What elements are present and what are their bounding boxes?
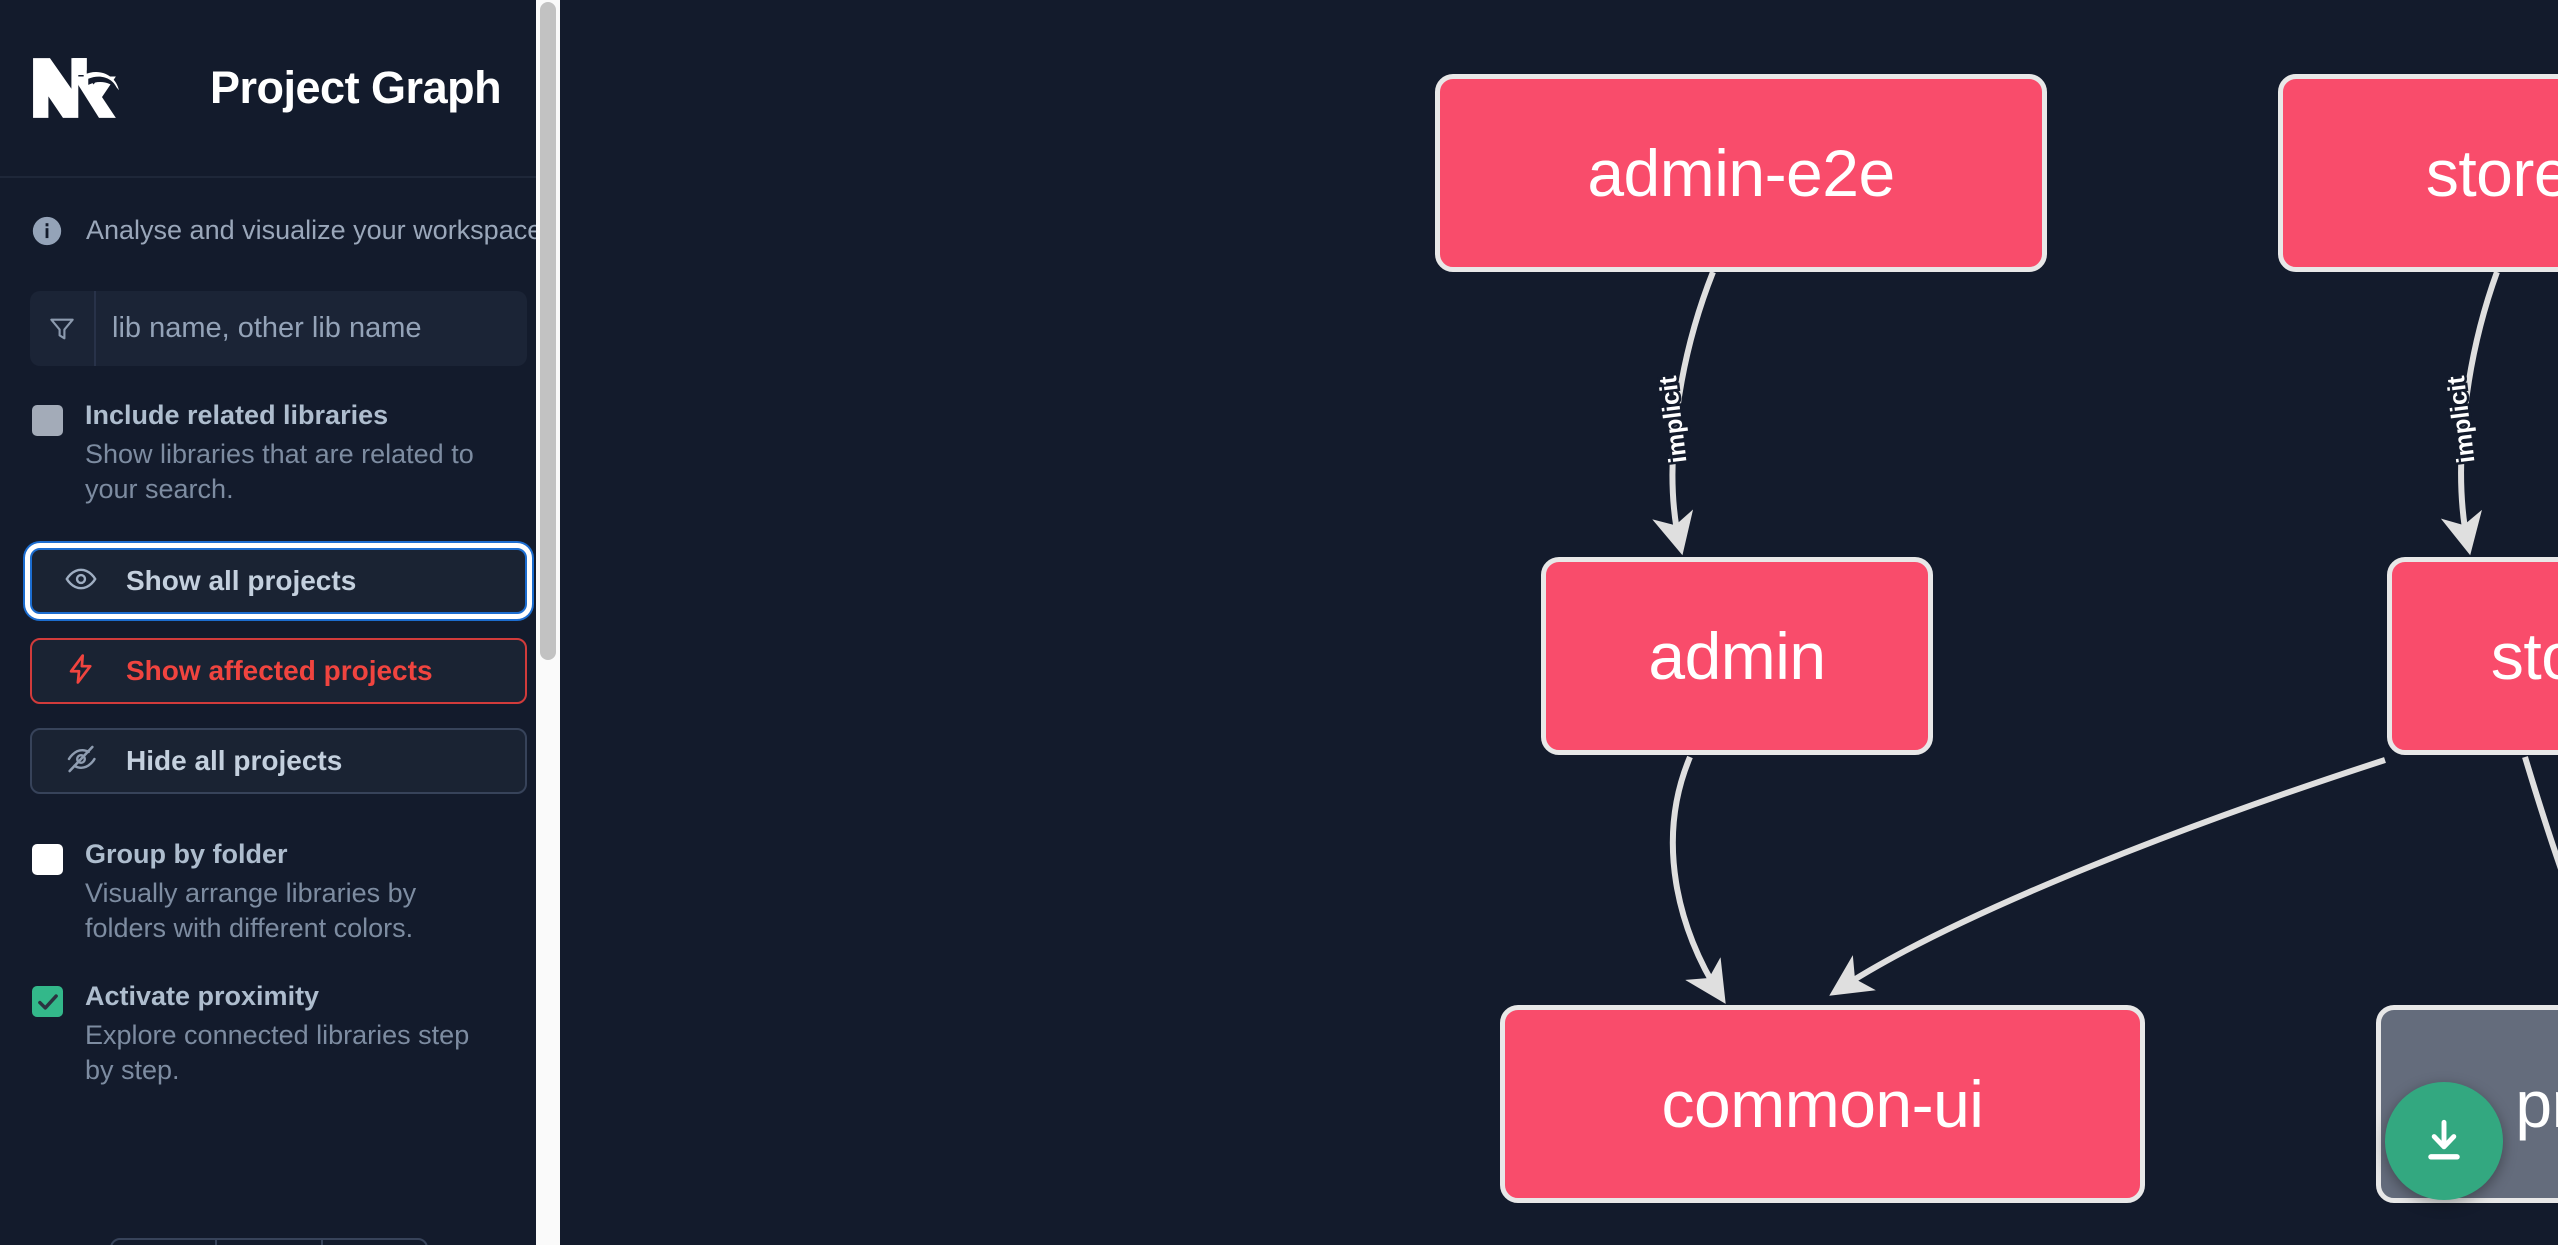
funnel-filter-icon bbox=[30, 291, 96, 366]
eye-icon bbox=[64, 562, 98, 601]
checkbox-group-by-folder[interactable] bbox=[32, 844, 63, 875]
checkbox-description-activate-proximity: Explore connected libraries step by step… bbox=[85, 1019, 470, 1086]
checkbox-row-activate-proximity[interactable]: Activate proximity Explore connected lib… bbox=[30, 980, 530, 1089]
sidebar-scrollbar-thumb[interactable] bbox=[540, 2, 556, 660]
checkbox-description-include-related-libraries: Show libraries that are related to your … bbox=[85, 438, 474, 505]
graph-canvas[interactable]: admin-e2e store-e2e admin store common-u… bbox=[560, 0, 2558, 1245]
hide-all-projects-button[interactable]: Hide all projects bbox=[30, 728, 527, 794]
search-input[interactable] bbox=[96, 291, 527, 366]
sidebar: Project Graph Analyse and visualize your… bbox=[0, 0, 560, 1245]
info-circle-icon bbox=[30, 214, 64, 248]
show-all-projects-label: Show all projects bbox=[126, 565, 357, 596]
eye-off-icon bbox=[64, 742, 98, 781]
show-affected-projects-button[interactable]: Show affected projects bbox=[30, 638, 527, 704]
proximity-value bbox=[217, 1240, 323, 1245]
checkbox-description-group-by-folder: Visually arrange libraries by folders wi… bbox=[85, 877, 417, 944]
graph-node-admin-e2e[interactable]: admin-e2e bbox=[1435, 74, 2047, 272]
projects-button-group: Show all projects Show affected projects bbox=[30, 548, 530, 794]
checkbox-row-group-by-folder[interactable]: Group by folder Visually arrange librari… bbox=[30, 838, 530, 947]
graph-node-label: store bbox=[2490, 619, 2558, 693]
checkbox-label-activate-proximity: Activate proximity bbox=[85, 981, 320, 1011]
checkbox-include-related-libraries[interactable] bbox=[32, 405, 63, 436]
checkbox-activate-proximity[interactable] bbox=[32, 986, 63, 1017]
graph-node-label: products bbox=[2515, 1067, 2558, 1141]
graph-node-store[interactable]: store bbox=[2387, 557, 2558, 755]
checkbox-label-include-related-libraries: Include related libraries bbox=[85, 400, 389, 430]
show-all-projects-button[interactable]: Show all projects bbox=[30, 548, 527, 614]
graph-node-label: admin bbox=[1648, 619, 1826, 693]
edge-store-e2e-to-store bbox=[2440, 270, 2500, 556]
show-affected-projects-label: Show affected projects bbox=[126, 655, 433, 686]
proximity-increase-button[interactable] bbox=[323, 1240, 426, 1245]
edge-store-to-products bbox=[2522, 756, 2558, 870]
checkbox-label-group-by-folder: Group by folder bbox=[85, 839, 288, 869]
edge-store-to-common-ui bbox=[1829, 757, 2386, 996]
proximity-decrease-button[interactable] bbox=[112, 1240, 218, 1245]
sidebar-scrollbar[interactable] bbox=[536, 0, 560, 1245]
sidebar-body: Include related libraries Show libraries… bbox=[0, 291, 560, 1089]
lightning-bolt-icon bbox=[64, 652, 98, 691]
info-bar: Analyse and visualize your workspace. bbox=[0, 178, 560, 283]
graph-node-common-ui[interactable]: common-ui bbox=[1500, 1005, 2145, 1203]
graph-node-label: admin-e2e bbox=[1587, 136, 1895, 210]
search-filter[interactable] bbox=[30, 291, 527, 366]
graph-edges bbox=[1652, 270, 2558, 1004]
hide-all-projects-label: Hide all projects bbox=[126, 745, 343, 776]
graph-node-store-e2e[interactable]: store-e2e bbox=[2278, 74, 2558, 272]
graph-node-label: store-e2e bbox=[2425, 136, 2558, 210]
edge-admin-to-common-ui bbox=[1669, 755, 1726, 1004]
sidebar-header: Project Graph bbox=[0, 0, 560, 178]
proximity-stepper-group[interactable] bbox=[110, 1238, 428, 1245]
graph-node-label: common-ui bbox=[1661, 1067, 1984, 1141]
graph-node-admin[interactable]: admin bbox=[1541, 557, 1933, 755]
edge-admin-e2e-to-admin bbox=[1652, 270, 1716, 556]
checkbox-row-include-related-libraries[interactable]: Include related libraries Show libraries… bbox=[30, 399, 530, 508]
nx-logo-icon bbox=[30, 53, 122, 123]
download-graph-button[interactable] bbox=[2385, 1082, 2503, 1200]
page-title: Project Graph bbox=[210, 62, 502, 113]
info-text: Analyse and visualize your workspace. bbox=[86, 215, 550, 245]
